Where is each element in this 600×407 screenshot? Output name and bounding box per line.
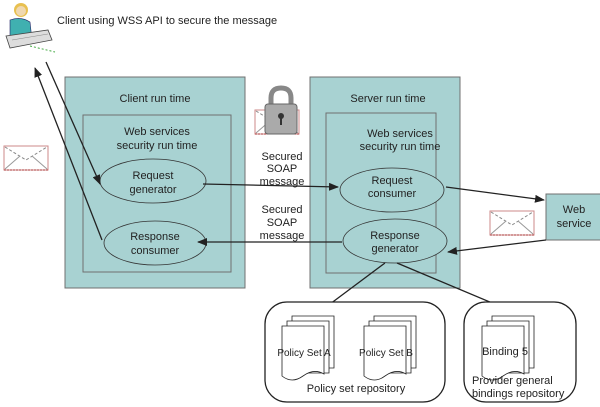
policy-set-repository: Policy Set A Policy Set B Policy set rep…: [264, 301, 446, 403]
policy-repo-label: Policy set repository: [307, 383, 406, 395]
response-generator: [342, 218, 448, 264]
server-runtime-title: Server run time: [350, 93, 425, 105]
policy-set-b: Policy Set B: [359, 348, 413, 359]
arrow-to-web-service: [445, 186, 545, 203]
request-generator-label-1: Request: [133, 170, 174, 182]
request-generator-label-2: generator: [129, 184, 176, 196]
request-consumer-label-2: consumer: [368, 188, 417, 200]
response-consumer-label-2: consumer: [131, 245, 180, 257]
padlock-envelope-icon: [254, 85, 300, 135]
web-service-label-1: Web: [563, 204, 585, 216]
bindings-repo-label-2: bindings repository: [472, 388, 565, 400]
response-message-1: Secured: [262, 204, 303, 216]
server-inner-title-2: security run time: [360, 141, 441, 153]
request-message-1: Secured: [262, 151, 303, 163]
bindings-repo-label-1: Provider general: [472, 375, 553, 387]
response-consumer-label-1: Response: [130, 231, 180, 243]
response-generator-label-2: generator: [371, 243, 418, 255]
bindings-repository: Binding 5 Provider general bindings repo…: [463, 301, 577, 403]
request-consumer: [339, 167, 445, 213]
envelope-icon: [3, 145, 49, 171]
server-runtime: Server run time Web services security ru…: [309, 76, 461, 289]
user-at-keyboard-icon: [5, 3, 56, 53]
caption: Client using WSS API to secure the messa…: [57, 15, 277, 27]
response-consumer: [103, 220, 207, 266]
envelope-icon: [489, 210, 535, 236]
client-inner-title-1: Web services: [124, 126, 190, 138]
request-consumer-label-1: Request: [372, 175, 413, 187]
client-runtime: Client run time Web services security ru…: [64, 76, 246, 289]
web-service-label-2: service: [557, 218, 592, 230]
client-runtime-title: Client run time: [120, 93, 191, 105]
response-generator-label-1: Response: [370, 230, 420, 242]
arrow-response-consumer-to-user: [34, 67, 103, 241]
web-service: Web service: [545, 193, 600, 241]
response-message-2: SOAP: [267, 217, 298, 229]
binding-5: Binding 5: [482, 346, 528, 358]
client-inner-title-2: security run time: [117, 140, 198, 152]
response-message-3: message: [260, 230, 305, 242]
arrow-user-to-request-generator: [45, 61, 101, 185]
request-message-2: SOAP: [267, 163, 298, 175]
arrow-from-web-service: [447, 239, 547, 255]
server-inner-title-1: Web services: [367, 128, 433, 140]
arrow-request: [202, 182, 339, 191]
policy-set-a: Policy Set A: [277, 348, 331, 359]
